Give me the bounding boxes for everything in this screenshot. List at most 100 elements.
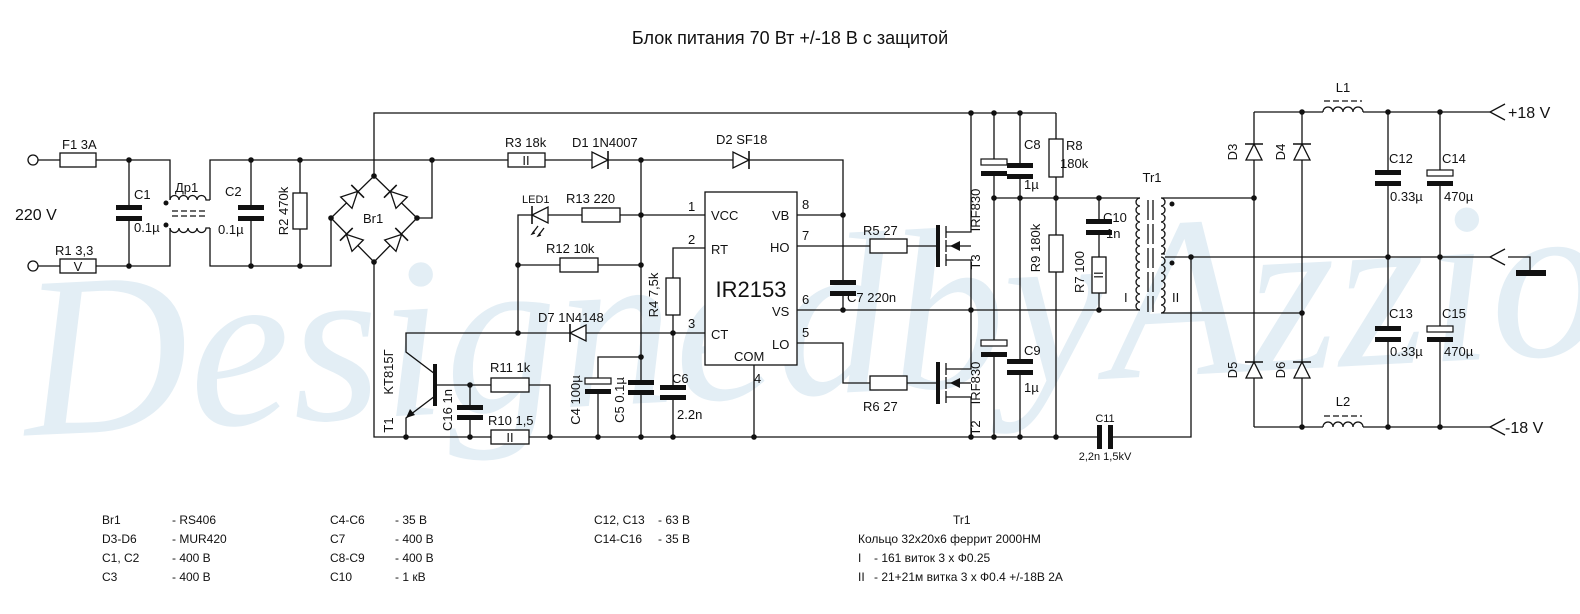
- legend-col2: C4-C6- 35 В C7- 400 В C8-C9- 400 В C10- …: [330, 513, 434, 589]
- label-T3-type: IRF830: [968, 189, 983, 232]
- label-R8: R8: [1066, 138, 1083, 153]
- label-C13-val: 0.33µ: [1390, 344, 1423, 359]
- choke-Dr1: [163, 194, 210, 234]
- legend-row: I- 161 виток 3 х Ф0.25: [858, 551, 991, 565]
- label-C8-val: 1µ: [1024, 177, 1039, 192]
- r10-mark: II: [506, 430, 513, 445]
- diodes: [339, 143, 1312, 379]
- resistor-R2: [292, 192, 308, 230]
- varistor-R1: [59, 258, 97, 274]
- legend-row: Br1- RS406: [102, 513, 217, 527]
- label-D1: D1 1N4007: [572, 135, 638, 150]
- pin-5: 5: [802, 325, 809, 340]
- ground-icon: [1516, 270, 1546, 276]
- output-positive: +18 V: [1508, 105, 1551, 122]
- label-R6: R6 27: [863, 399, 898, 414]
- pin-3: 3: [688, 316, 695, 331]
- pin-ho: HO: [770, 240, 790, 255]
- wires: [38, 103, 1531, 438]
- resistor-R8: [1048, 138, 1064, 178]
- resistor-R11: [490, 377, 530, 393]
- label-C16: C16 1n: [440, 389, 455, 431]
- label-C10: C10: [1103, 210, 1127, 225]
- label-Tr1-I: I: [1124, 290, 1128, 305]
- label-D6: D6: [1273, 362, 1288, 379]
- label-D5: D5: [1225, 362, 1240, 379]
- label-C10-val: 1n: [1106, 226, 1120, 241]
- legend-row: C10- 1 кВ: [330, 570, 426, 584]
- label-R13: R13 220: [566, 191, 615, 206]
- pin-8: 8: [802, 197, 809, 212]
- label-D3: D3: [1225, 144, 1240, 161]
- pin-6: 6: [802, 292, 809, 307]
- label-C2-val: 0.1µ: [218, 222, 244, 237]
- resistor-R10: [490, 429, 530, 445]
- pin-4: 4: [754, 371, 761, 386]
- pin-com: COM: [734, 349, 764, 364]
- label-T2: T2: [968, 420, 983, 435]
- legend-row: C4-C6- 35 В: [330, 513, 428, 527]
- led-light-icon: [530, 225, 545, 238]
- pin-lo: LO: [772, 337, 789, 352]
- input-terminal-l: [27, 154, 39, 166]
- inductor-L1: [1322, 100, 1364, 113]
- label-C8: C8: [1024, 137, 1041, 152]
- page-title: Блок питания 70 Вт +/-18 В с защитой: [632, 28, 948, 48]
- label-C7: C7 220n: [847, 290, 896, 305]
- legend-tr1-core: Кольцо 32х20х6 феррит 2000НМ: [858, 532, 1041, 546]
- resistor-R6: [869, 375, 908, 391]
- label-LED1: LED1: [522, 194, 550, 206]
- label-C4: C4 100µ: [568, 375, 583, 425]
- label-D7: D7 1N4148: [538, 310, 604, 325]
- label-T1-type: KT815Г: [381, 349, 396, 394]
- capacitors: [116, 158, 1454, 449]
- label-Br1: Br1: [363, 211, 383, 226]
- label-D2: D2 SF18: [716, 132, 767, 147]
- resistor-R7: [1091, 256, 1107, 294]
- label-C6: C6: [672, 371, 689, 386]
- label-R4: R4 7,5k: [646, 272, 661, 317]
- output-negative: -18 V: [1505, 420, 1544, 437]
- pin-7: 7: [802, 228, 809, 243]
- legend-row: II- 21+21м витка 3 х Ф0.4 +/-18В 2А: [858, 570, 1063, 584]
- label-R11: R11 1k: [490, 360, 531, 375]
- legend-row: D3-D6- MUR420: [102, 532, 227, 546]
- pin-vb: VB: [772, 208, 789, 223]
- label-C5: C5 0.1µ: [612, 377, 627, 423]
- label-R1: R1 3,3: [55, 243, 93, 258]
- pin-ct: CT: [711, 327, 728, 342]
- legend-tr1-title: Tr1: [953, 513, 971, 527]
- ic-name: IR2153: [716, 277, 787, 302]
- junctions: [126, 109, 1443, 440]
- label-D4: D4: [1273, 144, 1288, 161]
- mosfet-T3: [936, 225, 960, 267]
- label-C2: C2: [225, 184, 242, 199]
- pin-1: 1: [688, 199, 695, 214]
- pin-rt: RT: [711, 242, 728, 257]
- legend-tr1: Tr1 Кольцо 32х20х6 феррит 2000НМ I- 161 …: [858, 513, 1063, 589]
- diode-D2: [732, 150, 750, 170]
- label-R9: R9 180k: [1028, 223, 1043, 272]
- component-labels: 220 V F1 3A R1 3,3 C1 0.1µ Др1 C2 0.1µ R…: [15, 80, 1551, 463]
- ic-IR2153: [704, 191, 798, 366]
- pin-vs: VS: [772, 304, 790, 319]
- label-C12: C12: [1389, 151, 1413, 166]
- label-T3: T3: [968, 254, 983, 269]
- fuse-F1: [59, 152, 97, 168]
- r1-mark: V: [74, 259, 83, 274]
- legend-row: C12, C13- 63 В: [594, 513, 691, 527]
- label-R3: R3 18k: [505, 135, 547, 150]
- resistor-R9: [1048, 234, 1064, 273]
- label-C9-val: 1µ: [1024, 380, 1039, 395]
- label-C11: C11: [1095, 413, 1114, 425]
- label-C9: C9: [1024, 343, 1041, 358]
- resistors: [59, 138, 1107, 445]
- legend-row: C14-C16- 35 В: [594, 532, 691, 546]
- label-C1: C1: [134, 187, 151, 202]
- label-R5: R5 27: [863, 223, 898, 238]
- r3-mark: II: [522, 153, 529, 168]
- label-C15: C15: [1442, 306, 1466, 321]
- label-Tr1-II: II: [1172, 290, 1179, 305]
- label-C11-val: 2,2n 1,5kV: [1079, 451, 1132, 463]
- legend-col3: C12, C13- 63 В C14-C16- 35 В: [594, 513, 690, 551]
